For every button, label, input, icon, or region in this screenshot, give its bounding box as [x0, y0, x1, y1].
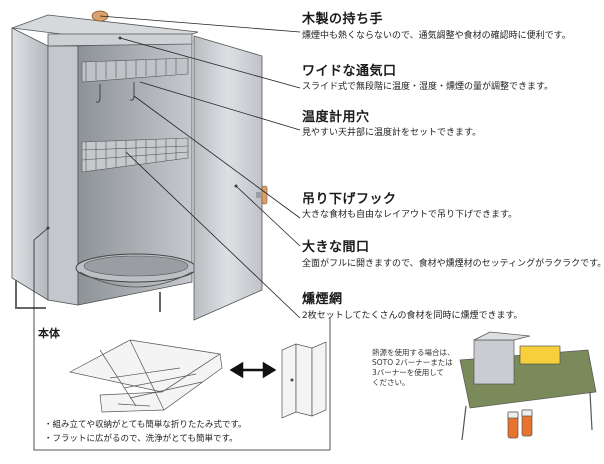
lower-rack — [81, 137, 189, 173]
feature-title-smoke-net: 燻煙網 — [302, 292, 343, 307]
heat-source-note-line: 熱源を使用する場合は、 — [372, 348, 455, 357]
feature-title-hooks: 吊り下げフック — [302, 192, 397, 207]
heat-source-note-line: 3バーナーを使用して — [372, 368, 445, 377]
body-note-2: ・フラットに広がるので、洗浄がとても簡単です。 — [44, 434, 238, 444]
door-handle — [261, 185, 268, 205]
feature-desc-wooden-handle: 燻煙中も熱くならないので、通気調整や食材の確認時に便利です。 — [302, 31, 571, 41]
feature-desc-thermometer-hole: 見やすい天井部に温度計をセットできます。 — [302, 128, 482, 138]
body-label: 本体 — [38, 327, 60, 340]
leader-lines — [33, 15, 331, 451]
upper-rack — [81, 57, 189, 83]
heat-source-note-line: SOTO 2バーナーまたは — [372, 358, 453, 367]
feature-title-thermometer-hole: 温度計用穴 — [302, 110, 370, 125]
heat-source-note: 熱源を使用する場合は、 SOTO 2バーナーまたは 3バーナーを使用して くださ… — [372, 348, 455, 388]
feature-desc-vent: スライド式で無段階に温度・湿度・燻煙の量が調整できます。 — [302, 82, 554, 92]
feature-desc-smoke-net: 2枚セットしてたくさんの食材を同時に燻煙できます。 — [302, 311, 523, 321]
feature-desc-hooks: 大きな食材も自由なレイアウトで吊り下げできます。 — [302, 210, 518, 220]
heat-source-note-line: ください。 — [372, 378, 410, 387]
feature-desc-wide-opening: 全面がフルに開きますので、食材や燻煙材のセッティングがラクラクです。 — [302, 259, 604, 269]
feature-title-vent: ワイドな通気口 — [302, 64, 397, 79]
folded-body-diagram — [281, 341, 327, 419]
body-note-1: ・組み立てや収納がとても簡単な折りたたみ式です。 — [44, 420, 247, 430]
feature-title-wooden-handle: 木製の持ち手 — [302, 12, 384, 27]
smoker-front-frame — [47, 45, 79, 306]
stove-inset — [459, 331, 597, 441]
flat-panel-diagram — [68, 339, 223, 413]
smoker-door — [193, 35, 263, 321]
double-arrow-icon — [229, 361, 277, 379]
smoker-left-side — [11, 27, 49, 301]
smoke-tray — [75, 253, 197, 288]
feature-title-wide-opening: 大きな間口 — [302, 240, 370, 255]
